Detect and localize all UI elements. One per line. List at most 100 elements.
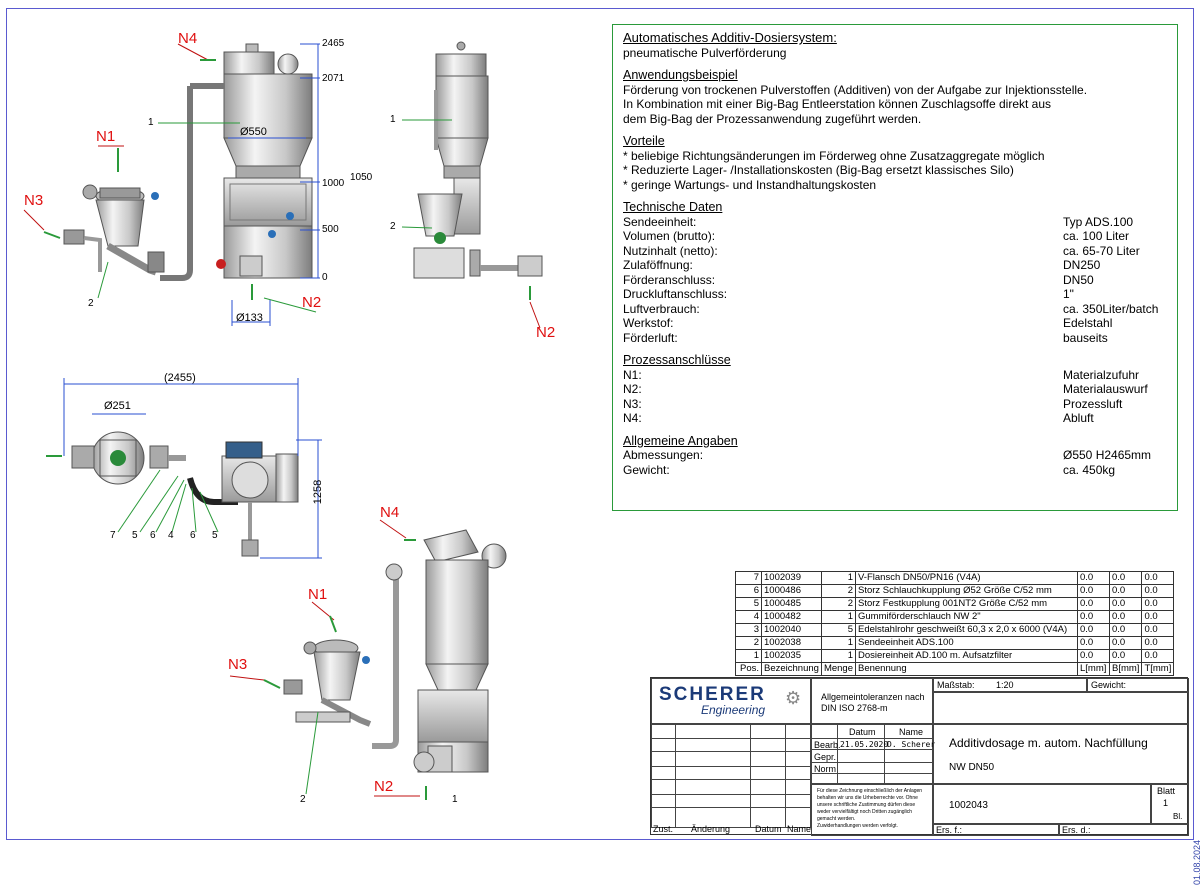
parts-cell: 0.0 bbox=[1108, 636, 1143, 650]
parts-cell: B[mm] bbox=[1108, 662, 1143, 676]
parts-cell: 7 bbox=[735, 571, 762, 585]
pos-2: 2 bbox=[88, 298, 94, 309]
dim-d550: Ø550 bbox=[240, 126, 267, 138]
date-label: Datum bbox=[755, 824, 782, 834]
pos-6b: 6 bbox=[190, 530, 196, 541]
scale-cell bbox=[933, 678, 1087, 692]
dim-1000: 1000 bbox=[322, 178, 345, 189]
logo-cell bbox=[651, 678, 811, 724]
pos-2-iso: 2 bbox=[300, 794, 306, 805]
drawing-title: Additivdosage m. autom. Nachfüllung bbox=[949, 736, 1148, 750]
bearb-name: D. Scherer bbox=[887, 740, 936, 749]
dim-2465: 2465 bbox=[322, 38, 345, 49]
grid-col bbox=[675, 724, 751, 828]
parts-cell: 0.0 bbox=[1077, 584, 1110, 598]
label-n1: N1 bbox=[96, 128, 116, 145]
parts-cell: V-Flansch DN50/PN16 (V4A) bbox=[855, 571, 1078, 585]
parts-cell: Pos. bbox=[735, 662, 762, 676]
dim-d251: Ø251 bbox=[104, 400, 131, 412]
scale-label: Maßstab: bbox=[937, 680, 975, 690]
tech-row: Nutzinhalt (netto):ca. 65-70 Liter bbox=[623, 243, 1140, 258]
parts-cell: 0.0 bbox=[1141, 636, 1175, 650]
parts-cell: L[mm] bbox=[1077, 662, 1110, 676]
parts-cell: 0.0 bbox=[1077, 636, 1110, 650]
gepr-label: Gepr. bbox=[814, 752, 837, 762]
parts-cell: 1 bbox=[820, 571, 857, 585]
application-line: dem Big-Bag der Prozessanwendung zugefüh… bbox=[623, 111, 922, 126]
parts-cell: 0.0 bbox=[1141, 610, 1175, 624]
tech-row: Luftverbrauch:ca. 350Liter/batch bbox=[623, 301, 1159, 316]
dim-0: 0 bbox=[322, 272, 328, 283]
grid-row bbox=[811, 762, 933, 774]
iso-view bbox=[283, 529, 507, 773]
parts-cell: 1002038 bbox=[761, 636, 822, 650]
parts-cell: 0.0 bbox=[1077, 623, 1110, 637]
application-line: Förderung von trockenen Pulverstoffen (A… bbox=[623, 82, 1088, 97]
ers-f-label: Ers. f.: bbox=[936, 825, 963, 835]
parts-cell: 1000486 bbox=[761, 584, 822, 598]
pos-5a: 5 bbox=[132, 530, 138, 541]
label-n3-iso: N3 bbox=[228, 656, 248, 673]
parts-cell: Menge bbox=[820, 662, 857, 676]
parts-cell: 5 bbox=[735, 597, 762, 611]
process-row: N3:Prozessluft bbox=[623, 396, 1123, 411]
pos-7: 7 bbox=[110, 530, 116, 541]
section-general-title: Allgemeine Angaben bbox=[623, 433, 738, 448]
top-view bbox=[71, 431, 299, 557]
parts-cell: Bezeichnung bbox=[761, 662, 822, 676]
process-row: N1:Materialzufuhr bbox=[623, 367, 1140, 382]
parts-cell: Dosiereinheit AD.100 m. Aufsatzfilter bbox=[855, 649, 1078, 663]
bearb-label: Bearb. bbox=[814, 740, 841, 750]
drawing-title-cell bbox=[933, 724, 1189, 784]
process-row: N4:Abluft bbox=[623, 411, 1094, 425]
drawing-number-cell bbox=[933, 784, 1151, 824]
parts-cell: T[mm] bbox=[1141, 662, 1175, 676]
pos-4: 4 bbox=[168, 530, 174, 541]
connection-arrows bbox=[23, 43, 541, 800]
dim-1258: 1258 bbox=[312, 479, 325, 505]
sheet-label: Blatt bbox=[1157, 786, 1176, 796]
zust-label: Zust. bbox=[653, 824, 674, 834]
application-line: In Kombination mit einer Big-Bag Entleer… bbox=[623, 97, 1052, 111]
process-row: N2:Materialauswurf bbox=[623, 382, 1148, 396]
tech-row: Förderluft:bauseits bbox=[623, 330, 1108, 345]
section-tech-title: Technische Daten bbox=[623, 200, 723, 214]
parts-cell: 6 bbox=[735, 584, 762, 598]
parts-cell: 0.0 bbox=[1077, 571, 1110, 585]
dim-1050: 1050 bbox=[350, 172, 373, 183]
parts-cell: Edelstahlrohr geschweißt 60,3 x 2,0 x 60… bbox=[855, 623, 1078, 637]
sheet-cell bbox=[1151, 784, 1189, 824]
approval-date-header: Datum bbox=[849, 727, 876, 737]
parts-cell: 1 bbox=[820, 610, 857, 624]
parts-cell: 2 bbox=[820, 584, 857, 598]
info-box: Automatisches Additiv-Dosiersystem: pneu… bbox=[612, 24, 1178, 511]
pos-6a: 6 bbox=[150, 530, 156, 541]
parts-cell: 5 bbox=[820, 623, 857, 637]
parts-cell: 0.0 bbox=[1108, 649, 1143, 663]
label-n2-iso: N2 bbox=[374, 778, 394, 795]
label-n2-side: N2 bbox=[536, 324, 556, 341]
ers-d-cell bbox=[1059, 824, 1189, 836]
legal-cell bbox=[811, 784, 933, 836]
parts-cell: 0.0 bbox=[1077, 649, 1110, 663]
sheet-frame bbox=[6, 8, 1194, 840]
pos-1: 1 bbox=[148, 117, 154, 128]
parts-cell: 0.0 bbox=[1141, 571, 1175, 585]
sheet-bl-label: Bl. bbox=[1173, 812, 1183, 821]
advantage-line: * beliebige Richtungsänderungen im Förde… bbox=[623, 148, 1045, 163]
parts-cell: 0.0 bbox=[1077, 597, 1110, 611]
parts-cell: 0.0 bbox=[1108, 584, 1143, 598]
pos-2-side: 2 bbox=[390, 221, 396, 232]
parts-cell: 0.0 bbox=[1141, 623, 1175, 637]
parts-cell: 0.0 bbox=[1141, 584, 1175, 598]
parts-cell: 0.0 bbox=[1077, 610, 1110, 624]
legal-text: Für diese Zeichnung einschließlich der A… bbox=[817, 788, 923, 829]
blank-cell bbox=[933, 692, 1189, 724]
norm-label: Norm bbox=[814, 764, 836, 774]
